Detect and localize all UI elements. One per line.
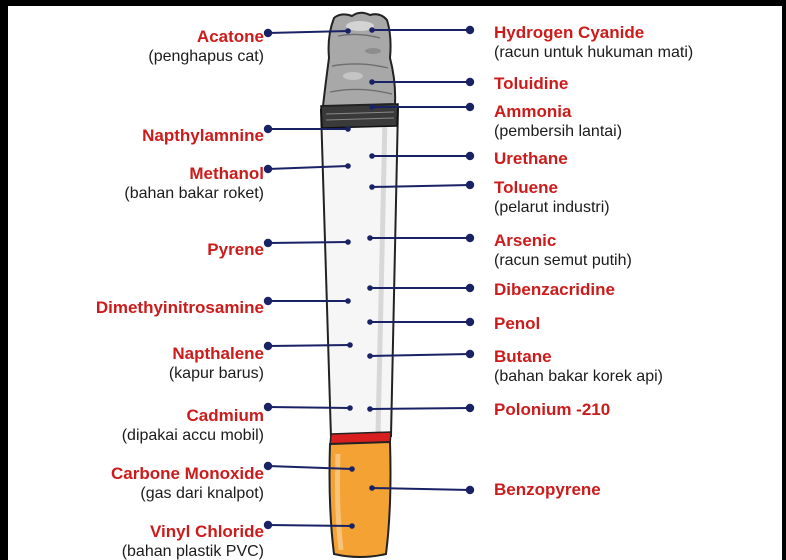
right-leader-dot-5-end	[367, 235, 373, 241]
right-leader-dot-7-end	[367, 319, 373, 325]
chemical-note: (bahan plastik PVC)	[122, 542, 264, 560]
chemical-name: Penol	[494, 314, 540, 334]
chemical-note: (racun untuk hukuman mati)	[494, 43, 693, 63]
chemical-note: (penghapus cat)	[148, 47, 264, 67]
chemical-note: (bahan bakar roket)	[124, 184, 264, 204]
right-leader-dot-9-end	[367, 406, 373, 412]
chemical-name: Acatone	[148, 27, 264, 47]
left-leader-dot-4	[264, 297, 272, 305]
right-leader-dot-6	[466, 284, 474, 292]
left-leader-line-8	[268, 525, 352, 526]
right-chemical-label: Penol	[494, 314, 540, 334]
left-chemical-label: Acatone(penghapus cat)	[148, 27, 264, 67]
right-leader-dot-2-end	[369, 104, 375, 110]
left-leader-dot-1-end	[345, 126, 351, 132]
left-chemical-label: Napthylamnine	[142, 126, 264, 146]
right-leader-dot-2	[466, 103, 474, 111]
right-chemical-label: Hydrogen Cyanide(racun untuk hukuman mat…	[494, 23, 693, 63]
chemical-name: Methanol	[124, 164, 264, 184]
left-leader-dot-5-end	[347, 342, 353, 348]
right-leader-dot-7	[466, 318, 474, 326]
left-chemical-label: Napthalene(kapur barus)	[169, 344, 264, 384]
chemical-note: (gas dari knalpot)	[111, 484, 264, 504]
left-leader-dot-5	[264, 342, 272, 350]
left-leader-dot-3-end	[345, 239, 351, 245]
chemical-name: Pyrene	[207, 240, 264, 260]
left-chemical-label: Cadmium(dipakai accu mobil)	[122, 406, 264, 446]
right-leader-dot-6-end	[367, 285, 373, 291]
chemical-name: Vinyl Chloride	[122, 522, 264, 542]
chemical-name: Urethane	[494, 149, 568, 169]
right-chemical-label: Dibenzacridine	[494, 280, 615, 300]
left-leader-dot-2	[264, 165, 272, 173]
chemical-name: Hydrogen Cyanide	[494, 23, 693, 43]
chemical-note: (kapur barus)	[169, 364, 264, 384]
left-leader-line-6	[268, 407, 350, 408]
chemical-note: (dipakai accu mobil)	[122, 426, 264, 446]
left-leader-dot-8-end	[349, 523, 355, 529]
chemical-note: (racun semut putih)	[494, 251, 632, 271]
chemical-name: Arsenic	[494, 231, 632, 251]
right-leader-dot-10-end	[369, 485, 375, 491]
left-leader-line-3	[268, 242, 348, 243]
left-leader-dot-0	[264, 29, 272, 37]
left-chemical-label: Vinyl Chloride(bahan plastik PVC)	[122, 522, 264, 560]
right-leader-dot-8	[466, 350, 474, 358]
right-chemical-label: Ammonia(pembersih lantai)	[494, 102, 622, 142]
left-leader-dot-3	[264, 239, 272, 247]
left-leader-dot-4-end	[345, 298, 351, 304]
chemical-name: Napthalene	[169, 344, 264, 364]
left-chemical-label: Methanol(bahan bakar roket)	[124, 164, 264, 204]
chemical-name: Toluene	[494, 178, 610, 198]
right-leader-dot-1	[466, 78, 474, 86]
right-leader-dot-1-end	[369, 79, 375, 85]
right-leader-dot-4	[466, 181, 474, 189]
left-leader-dot-2-end	[345, 163, 351, 169]
chemical-name: Dibenzacridine	[494, 280, 615, 300]
left-leader-dot-0-end	[345, 28, 351, 34]
right-leader-dot-9	[466, 404, 474, 412]
left-leader-dot-6	[264, 403, 272, 411]
right-leader-dot-0-end	[369, 27, 375, 33]
right-leader-dot-0	[466, 26, 474, 34]
left-leader-dot-1	[264, 125, 272, 133]
left-leader-dot-7	[264, 462, 272, 470]
right-leader-dot-3-end	[369, 153, 375, 159]
chemical-name: Toluidine	[494, 74, 568, 94]
left-leader-dot-8	[264, 521, 272, 529]
chemical-name: Carbone Monoxide	[111, 464, 264, 484]
right-leader-dot-3	[466, 152, 474, 160]
chemical-name: Cadmium	[122, 406, 264, 426]
right-chemical-label: Benzopyrene	[494, 480, 601, 500]
chemical-name: Polonium -210	[494, 400, 610, 420]
left-chemical-label: Pyrene	[207, 240, 264, 260]
chemical-name: Benzopyrene	[494, 480, 601, 500]
right-chemical-label: Arsenic(racun semut putih)	[494, 231, 632, 271]
right-leader-line-9	[370, 408, 470, 409]
right-chemical-label: Toluidine	[494, 74, 568, 94]
right-chemical-label: Toluene(pelarut industri)	[494, 178, 610, 218]
chemical-name: Napthylamnine	[142, 126, 264, 146]
chemical-name: Dimethyinitrosamine	[96, 298, 264, 318]
chemical-name: Ammonia	[494, 102, 622, 122]
right-leader-dot-5	[466, 234, 474, 242]
left-leader-line-5	[268, 345, 350, 346]
right-leader-dot-10	[466, 486, 474, 494]
right-leader-dot-8-end	[367, 353, 373, 359]
left-leader-dot-6-end	[347, 405, 353, 411]
chemical-note: (bahan bakar korek api)	[494, 367, 663, 387]
chemical-note: (pelarut industri)	[494, 198, 610, 218]
chemical-name: Butane	[494, 347, 663, 367]
left-chemical-label: Carbone Monoxide(gas dari knalpot)	[111, 464, 264, 504]
right-chemical-label: Butane(bahan bakar korek api)	[494, 347, 663, 387]
right-leader-dot-4-end	[369, 184, 375, 190]
left-leader-dot-7-end	[349, 466, 355, 472]
right-chemical-label: Polonium -210	[494, 400, 610, 420]
left-chemical-label: Dimethyinitrosamine	[96, 298, 264, 318]
chemical-note: (pembersih lantai)	[494, 122, 622, 142]
right-chemical-label: Urethane	[494, 149, 568, 169]
